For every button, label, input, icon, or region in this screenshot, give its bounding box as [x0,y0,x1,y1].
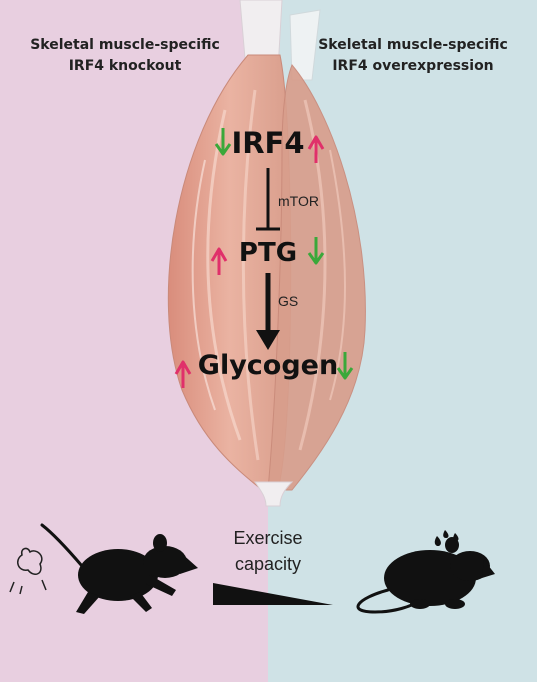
muscle-fiber [206,109,242,441]
tendon-top-right [289,9,321,81]
running-mouse-icon [9,523,198,614]
up-arrow [174,360,192,388]
up-arrow [307,135,325,163]
muscle-fiber [329,149,346,401]
exercise-capacity-label: Exercise capacity [233,528,303,574]
irf4-node: IRF4 [231,126,305,160]
muscle-fiber [191,159,216,411]
muscle-belly-left [167,54,292,491]
muscle-belly-right [267,64,366,491]
overexpression-heading: Skeletal muscle-specific IRF4 overexpres… [318,37,508,74]
inhibition-connector [256,168,280,231]
mtor-label: mTOR [278,193,319,209]
down-arrow [307,237,325,265]
muscle-fiber [241,89,260,461]
down-arrow [336,352,354,380]
up-arrow [210,247,228,275]
activation-arrowhead [256,330,280,350]
change-arrow-group [174,128,354,388]
gs-label: GS [278,293,299,309]
glycogen-node: Glycogen [197,350,339,381]
exercise-capacity-wedge [213,583,333,605]
knockout-heading: Skeletal muscle-specific IRF4 knockout [30,37,220,74]
activation-arrow [256,273,280,350]
sweat-drop-icon [434,530,459,546]
tired-mouse-icon [356,530,495,614]
muscle-illustration [167,0,366,507]
down-arrow [214,128,232,156]
ptg-node: PTG [238,238,298,268]
dust-icon [9,547,47,595]
tendon-bottom [254,481,294,507]
